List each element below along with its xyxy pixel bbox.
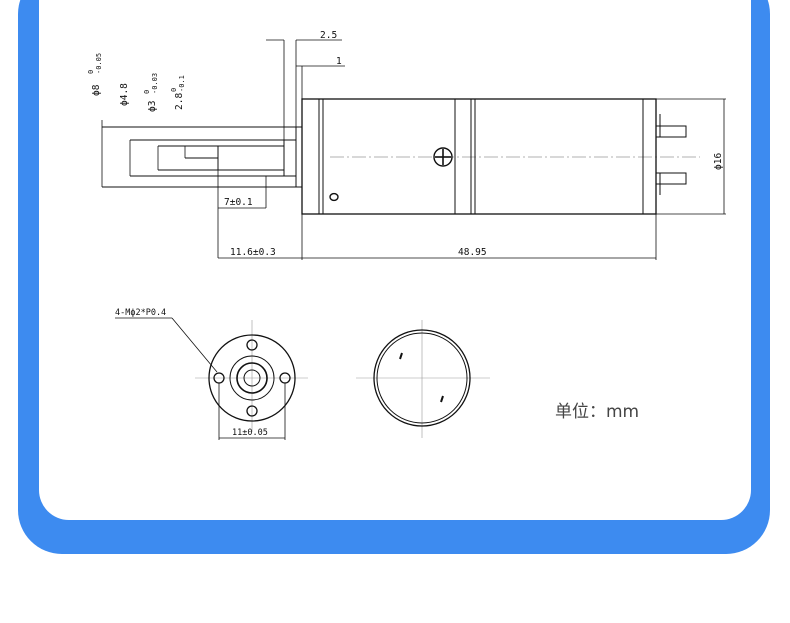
dim-gap-top: 2.5 xyxy=(320,30,337,41)
tol-flange-lower: -0.05 xyxy=(95,53,103,74)
holes-label: 4-Mϕ2*P0.4 xyxy=(115,308,166,318)
front-view-shaft-end xyxy=(115,317,308,440)
dim-flat: 2.8 xyxy=(174,93,185,110)
side-view-dimensions xyxy=(101,39,726,260)
tol-flat-upper: 0 xyxy=(170,88,178,92)
back-view-motor xyxy=(356,320,490,438)
drawing-panel xyxy=(39,0,751,520)
tol-flange-upper: 0 xyxy=(87,70,95,74)
dim-shaft-dia: ϕ3 xyxy=(147,101,158,112)
side-view-motor xyxy=(102,98,700,215)
dim-gap-bottom: 1 xyxy=(336,56,342,67)
units-label: 单位：mm xyxy=(555,402,639,422)
dim-hole-spacing: 11±0.05 xyxy=(232,428,268,438)
dim-flange-dia: ϕ8 xyxy=(91,84,102,96)
tol-flat-lower: -0.1 xyxy=(178,75,186,92)
dim-body-length: 48.95 xyxy=(458,247,487,258)
dim-shaft-length: 11.6±0.3 xyxy=(230,247,276,258)
tol-shaft-lower: -0.03 xyxy=(151,73,159,94)
dim-flat-length: 7±0.1 xyxy=(224,197,253,208)
dim-body-dia: ϕ16 xyxy=(713,153,724,170)
dim-shaft-outer: ϕ4.8 xyxy=(119,83,130,106)
tol-shaft-upper: 0 xyxy=(143,90,151,94)
